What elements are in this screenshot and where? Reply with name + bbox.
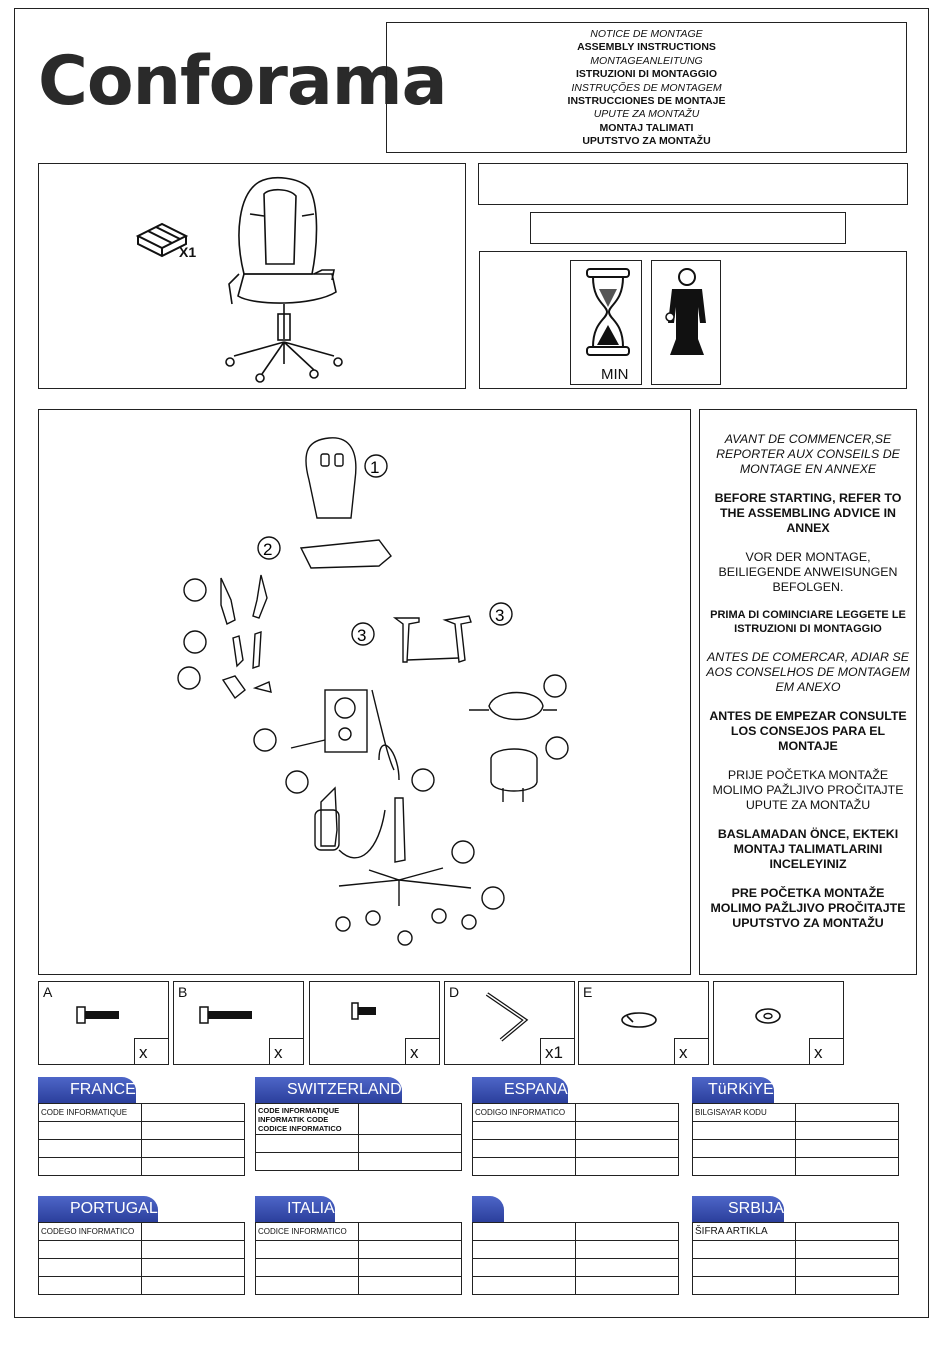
callout-number: 3 bbox=[357, 626, 366, 645]
notice-line: ISTRUZIONI DI MONTAGGIO bbox=[576, 68, 717, 81]
part-letter: B bbox=[178, 984, 188, 1000]
code-table: ŠIFRA ARTIKLA bbox=[692, 1222, 899, 1295]
exploded-view-illustration: 1 2 3 3 bbox=[177, 437, 569, 946]
part-e: E x bbox=[578, 981, 709, 1065]
code-label: CODICE INFORMATICO bbox=[255, 1222, 359, 1241]
country-portugal: PORTUGAL CODEGO INFORMATICO bbox=[38, 1196, 245, 1300]
warning-pt: ANTES DE COMERCAR, ADIAR SE AOS CONSELHO… bbox=[706, 650, 910, 694]
country-name: PORTUGAL bbox=[38, 1196, 158, 1222]
code-label: CODEGO INFORMATICO bbox=[38, 1222, 142, 1241]
country-name bbox=[472, 1196, 504, 1222]
package-box-icon bbox=[135, 222, 189, 258]
callout-number: 3 bbox=[495, 606, 504, 625]
notice-line: UPUTSTVO ZA MONTAŽU bbox=[582, 135, 711, 148]
country-name: ITALIA bbox=[255, 1196, 335, 1222]
notice-line: MONTAGEANLEITUNG bbox=[590, 54, 703, 67]
warning-tr: BASLAMADAN ÖNCE, EKTEKI MONTAJ TALIMATLA… bbox=[717, 827, 899, 871]
product-ref-box bbox=[530, 212, 846, 244]
notice-line: MONTAJ TALIMATI bbox=[599, 121, 694, 134]
part-quantity: x bbox=[269, 1038, 303, 1064]
country-name: TüRKiYE bbox=[692, 1077, 774, 1103]
notice-line: INSTRUÇÕES DE MONTAGEM bbox=[571, 81, 722, 94]
spring-washer-icon bbox=[621, 1012, 657, 1028]
code-label: CODE INFORMATIQUE bbox=[38, 1103, 142, 1122]
code-label: CODIGO INFORMATICO bbox=[472, 1103, 576, 1122]
part-c: x bbox=[309, 981, 440, 1065]
code-table bbox=[472, 1222, 679, 1295]
warning-es: ANTES DE EMPEZAR CONSULTE LOS CONSEJOS P… bbox=[709, 709, 907, 753]
country-blank bbox=[472, 1196, 679, 1300]
part-a: A x bbox=[38, 981, 169, 1065]
warning-de: VOR DER MONTAGE, BEILIEGENDE ANWEISUNGEN… bbox=[718, 550, 898, 594]
part-quantity: x bbox=[674, 1038, 708, 1064]
product-overview: X1 bbox=[38, 163, 466, 389]
code-label bbox=[472, 1222, 576, 1241]
country-turkiye: TüRKiYE BILGISAYAR KODU bbox=[692, 1077, 899, 1181]
parts-diagram: 1 2 3 3 bbox=[38, 409, 691, 975]
part-quantity: x bbox=[134, 1038, 168, 1064]
part-letter: A bbox=[43, 984, 53, 1000]
code-label: CODE INFORMATIQUE INFORMATIK CODE CODICE… bbox=[255, 1103, 359, 1135]
country-name: ESPANA bbox=[472, 1077, 568, 1103]
callout-number: 1 bbox=[370, 458, 379, 477]
country-espana: ESPANA CODIGO INFORMATICO bbox=[472, 1077, 679, 1181]
country-name: SWITZERLAND bbox=[255, 1077, 402, 1103]
notice-line: INSTRUCCIONES DE MONTAJE bbox=[567, 95, 726, 108]
code-table: CODICE INFORMATICO bbox=[255, 1222, 462, 1295]
country-italia: ITALIA CODICE INFORMATICO bbox=[255, 1196, 462, 1300]
code-label: BILGISAYAR KODU bbox=[692, 1103, 796, 1122]
notice-line: NOTICE DE MONTAGE bbox=[590, 28, 703, 40]
short-bolt-icon bbox=[351, 1002, 376, 1020]
callout-number: 2 bbox=[263, 540, 272, 559]
allen-key-icon bbox=[485, 992, 529, 1042]
people-panel bbox=[651, 260, 721, 385]
long-bolt-icon bbox=[199, 1006, 252, 1024]
country-srbija: SRBIJA ŠIFRA ARTIKLA bbox=[692, 1196, 899, 1300]
code-table: BILGISAYAR KODU bbox=[692, 1103, 899, 1176]
bolt-icon bbox=[76, 1006, 119, 1024]
assembly-warnings: AVANT DE COMMENCER,SE REPORTER AUX CONSE… bbox=[699, 409, 917, 975]
hourglass-icon bbox=[586, 268, 630, 356]
flat-washer-icon bbox=[755, 1008, 781, 1024]
notice-box: NOTICE DE MONTAGE ASSEMBLY INSTRUCTIONS … bbox=[386, 22, 907, 153]
country-name: SRBIJA bbox=[692, 1196, 785, 1222]
time-unit: MIN bbox=[601, 366, 629, 383]
page-border bbox=[14, 8, 929, 1318]
part-letter: E bbox=[583, 984, 593, 1000]
code-table: CODE INFORMATIQUE INFORMATIK CODE CODICE… bbox=[255, 1103, 462, 1171]
product-name-box bbox=[478, 163, 908, 205]
gaming-chair-illustration bbox=[225, 176, 343, 383]
warning-it: PRIMA DI COMINCIARE LEGGETE LE ISTRUZION… bbox=[710, 609, 906, 635]
part-quantity: x bbox=[809, 1038, 843, 1064]
code-table: CODIGO INFORMATICO bbox=[472, 1103, 679, 1176]
brand-logo: Conforama bbox=[38, 42, 447, 121]
warning-en: BEFORE STARTING, REFER TO THE ASSEMBLING… bbox=[714, 491, 902, 535]
part-quantity: x1 bbox=[540, 1038, 574, 1064]
person-icon bbox=[665, 268, 706, 355]
country-name: FRANCE bbox=[38, 1077, 136, 1103]
code-label: ŠIFRA ARTIKLA bbox=[692, 1222, 796, 1241]
warning-rs: PRE POČETKA MONTAŽE MOLIMO PAŽLJIVO PROČ… bbox=[710, 886, 906, 930]
part-quantity: x bbox=[405, 1038, 439, 1064]
assembly-requirements-box: MIN bbox=[479, 251, 907, 389]
code-table: CODEGO INFORMATICO bbox=[38, 1222, 245, 1295]
notice-line: ASSEMBLY INSTRUCTIONS bbox=[577, 41, 716, 54]
code-table: CODE INFORMATIQUE bbox=[38, 1103, 245, 1176]
notice-line: UPUTE ZA MONTAŽU bbox=[593, 108, 700, 121]
part-b: B x bbox=[173, 981, 304, 1065]
country-switzerland: SWITZERLAND CODE INFORMATIQUE INFORMATIK… bbox=[255, 1077, 462, 1181]
time-panel: MIN bbox=[570, 260, 642, 385]
warning-fr: AVANT DE COMMENCER,SE REPORTER AUX CONSE… bbox=[716, 432, 900, 476]
part-letter: D bbox=[449, 984, 460, 1000]
warning-hr: PRIJE POČETKA MONTAŽE MOLIMO PAŽLJIVO PR… bbox=[712, 768, 904, 812]
country-france: FRANCE CODE INFORMATIQUE bbox=[38, 1077, 245, 1181]
part-d: D x1 bbox=[444, 981, 575, 1065]
box-quantity: X1 bbox=[179, 244, 197, 260]
part-f: x bbox=[713, 981, 844, 1065]
